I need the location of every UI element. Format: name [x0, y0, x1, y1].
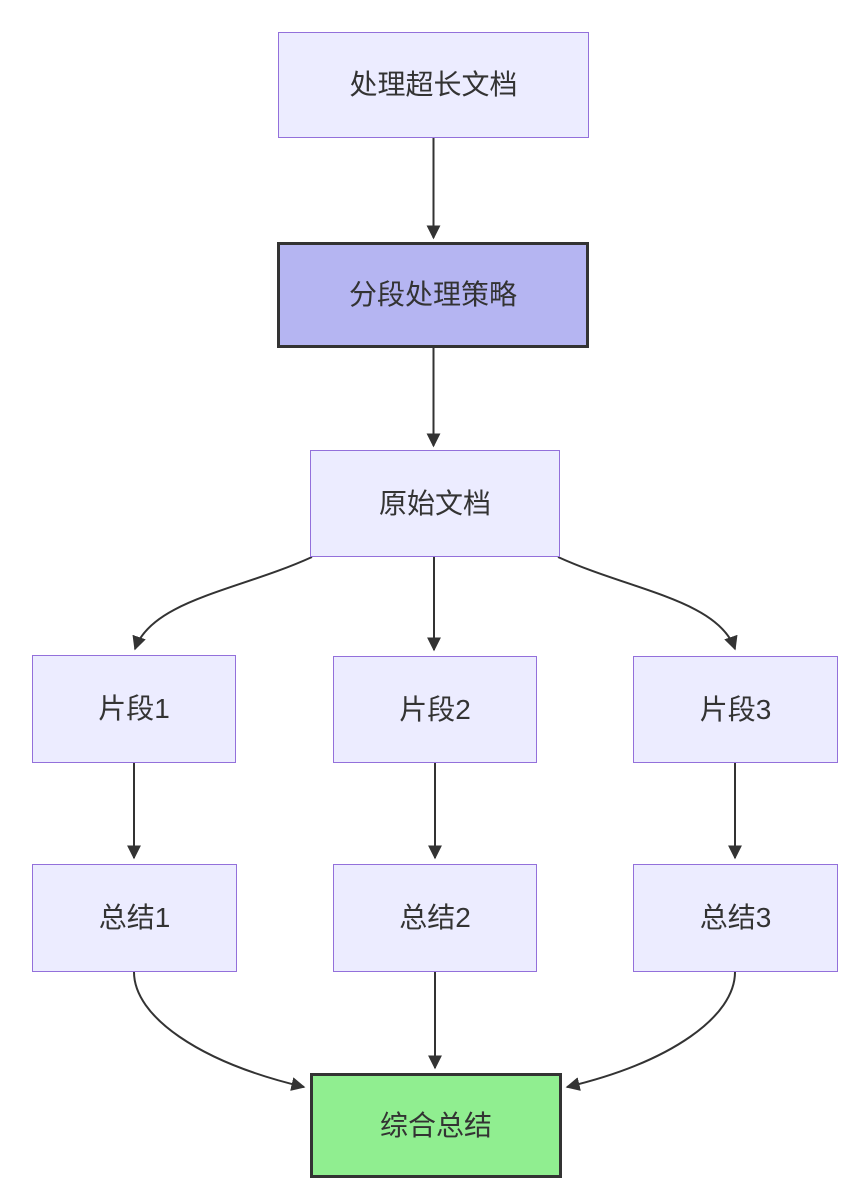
node-process-long-document: 处理超长文档 [278, 32, 589, 138]
node-summary-1: 总结1 [32, 864, 237, 972]
node-segmentation-strategy: 分段处理策略 [277, 242, 589, 348]
node-label: 原始文档 [378, 487, 491, 519]
edge-c-d1 [132, 556, 313, 651]
node-summary-3: 总结3 [633, 864, 838, 972]
edge-e1-f [133, 971, 306, 1091]
node-label: 分段处理策略 [348, 279, 517, 311]
edge-e3-f [565, 971, 736, 1091]
node-label: 总结3 [699, 902, 772, 934]
node-fragment-3: 片段3 [633, 656, 838, 763]
node-original-document: 原始文档 [310, 450, 560, 557]
node-label: 片段1 [98, 693, 170, 725]
node-fragment-1: 片段1 [32, 655, 236, 763]
node-fragment-2: 片段2 [333, 656, 537, 763]
node-label: 处理超长文档 [349, 69, 518, 101]
node-summary-2: 总结2 [333, 864, 537, 972]
node-label: 综合总结 [379, 1109, 492, 1141]
node-label: 片段2 [399, 693, 471, 725]
node-label: 总结1 [98, 902, 171, 934]
node-label: 片段3 [699, 693, 772, 725]
edge-c-d3 [557, 556, 738, 651]
node-label: 总结2 [399, 902, 471, 934]
node-combined-summary: 综合总结 [310, 1073, 562, 1178]
